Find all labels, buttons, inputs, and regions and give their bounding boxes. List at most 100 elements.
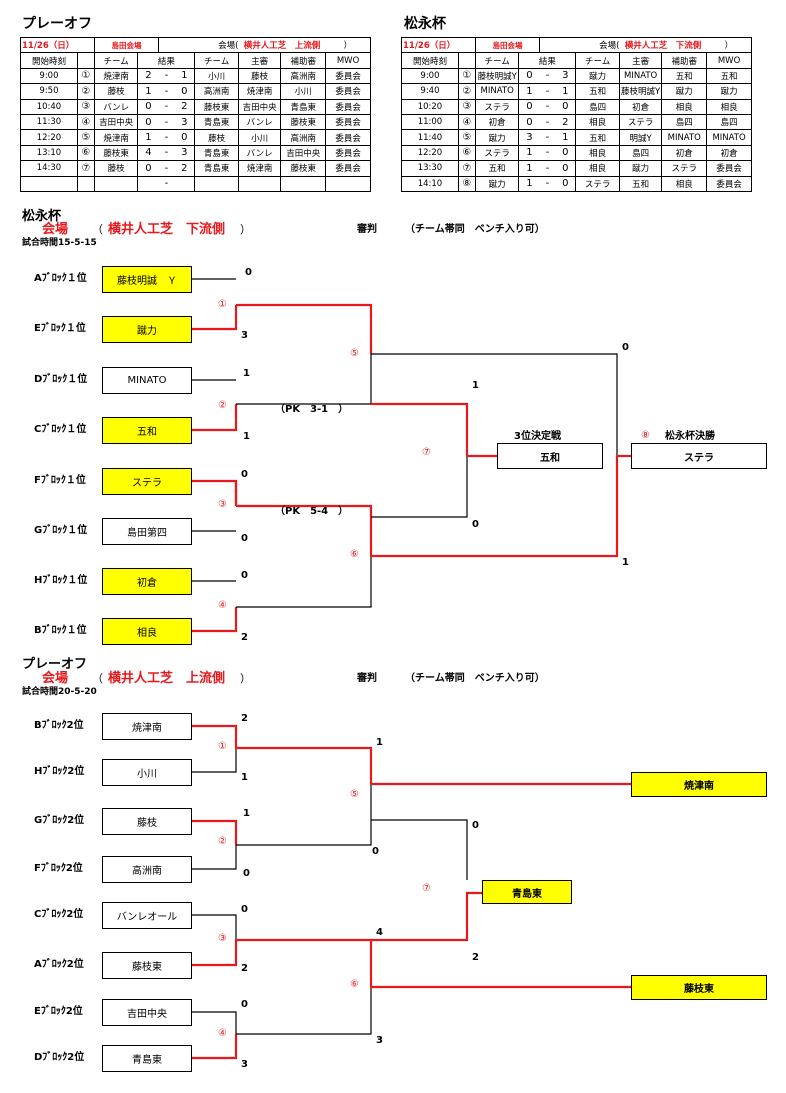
team-box[interactable]: 五和 [102,417,192,444]
team-box[interactable]: 青島東 [102,1045,192,1072]
block-label: Cﾌﾞﾛｯｸ１位 [34,424,87,435]
cell-referee: 藤枝明誠Y [618,83,663,100]
team-box[interactable]: ステラ [102,468,192,495]
playoff-bracket-paren-close: ） [240,672,251,685]
team-score: 1 [243,431,250,442]
bracket-line [192,607,238,633]
cell-mwo: 委員会 [706,175,752,192]
team-score: 0 [243,868,250,879]
bracket-line [192,1034,238,1060]
cell-match-time: 14:10 [401,175,459,192]
cell-score-dash: - [539,98,556,115]
cell-match-no: ④ [457,113,476,131]
cell-team2: ステラ [575,175,620,192]
cell-team1: 焼津南 [93,67,139,85]
playoff-schedule-table: 11/26（日） 島田会場 会場( 横井人工芝 上流側 ） 開始時刻 チーム 結… [20,36,371,192]
header-cell: 結果 [137,52,196,69]
third-place-winner-box[interactable]: 五和 [497,443,603,469]
team-score: 1 [241,772,248,783]
cup-bracket-referee-note: （チーム帯同 ベンチ入り可） [405,224,545,235]
cell-mwo [325,175,371,192]
team-box[interactable]: 蹴力 [102,316,192,343]
winner-box[interactable]: 青島東 [482,880,572,904]
header-cell: 開始時刻 [401,52,459,69]
cell-score-dash: - [158,175,175,192]
block-label: Fﾌﾞﾛｯｸ１位 [34,475,86,486]
team-score: 2 [241,713,248,724]
bracket-line [192,479,238,506]
semi-score: 0 [372,846,379,857]
bracket-line [236,504,373,556]
cell-match-no: ⑧ [457,175,476,192]
team-box[interactable]: 高洲南 [102,856,192,883]
team-score: 1 [243,368,250,379]
cell-referee: MINATO [618,67,663,85]
match-number: ⑤ [350,348,359,359]
header-cell [76,52,95,69]
cell-referee: 藤枝 [237,67,282,85]
header-cell: チーム [474,52,520,69]
cell-team1: 藤枝 [93,83,139,100]
team-box[interactable]: 吉田中央 [102,999,192,1026]
cell-score1: 2 [137,67,159,85]
team-box[interactable]: バンレオール [102,902,192,929]
team-box[interactable]: 焼津南 [102,713,192,740]
playoff-bracket-referee-note: （チーム帯同 ベンチ入り可） [405,673,545,684]
cell-match-no: ① [76,67,95,85]
team-box[interactable]: 初倉 [102,568,192,595]
cup-schedule-table: 11/26（日） 島田会場 会場( 横井人工芝 下流側 ） 開始時刻 チーム 結… [401,36,752,192]
third-place-label: 3位決定戦 [514,431,561,442]
bracket-line [236,354,372,405]
team-score: 0 [241,533,248,544]
match-number: ④ [218,600,227,611]
match-number: ⑦ [422,447,431,458]
final-score: 2 [472,952,479,963]
team-box[interactable]: 藤枝明誠 Ｙ [102,266,192,293]
team-score: 0 [241,469,248,480]
cell-mwo: 委員会 [325,98,371,115]
block-label: Eﾌﾞﾛｯｸ１位 [34,323,86,334]
header-cell: チーム [93,52,139,69]
bracket-line [371,402,469,456]
champion-box[interactable]: ステラ [631,443,767,469]
header-cell: 主審 [237,52,282,69]
team-box[interactable]: MINATO [102,367,192,394]
semi-score: 3 [376,1035,383,1046]
team-score: 1 [243,808,250,819]
cell-team1: バンレ [93,98,139,115]
cell-score-dash: - [158,67,175,85]
cell-match-no: ③ [76,98,95,115]
cell-team1: MINATO [474,83,520,100]
block-label: Hﾌﾞﾛｯｸ2位 [34,766,85,777]
match-number: ① [218,299,227,310]
bracket-line [192,404,238,432]
bracket-line [236,746,373,784]
match-number: ④ [218,1028,227,1039]
bracket-line [192,914,237,940]
team-score: 0 [245,267,252,278]
block-label: Bﾌﾞﾛｯｸ１位 [34,625,87,636]
team-box[interactable]: 藤枝 [102,808,192,835]
bracket-line [371,456,468,518]
bracket-line [371,456,619,558]
winner-box[interactable]: 焼津南 [631,772,767,797]
cell-score1: 0 [137,98,159,115]
bracket-line [371,353,618,456]
winner-box[interactable]: 藤枝東 [631,975,767,1000]
team-box[interactable]: 藤枝東 [102,952,192,979]
bracket-line [236,556,372,608]
cell-match-time [20,175,78,192]
cell-assistant-referee: 高洲南 [280,67,327,85]
cell-match-no: ③ [457,98,476,115]
team-box[interactable]: 相良 [102,618,192,645]
cell-score1: 0 [518,98,540,115]
playoff-schedule-title: プレーオフ [22,16,92,32]
team-box[interactable]: 島田第四 [102,518,192,545]
team-box[interactable]: 小川 [102,759,192,786]
